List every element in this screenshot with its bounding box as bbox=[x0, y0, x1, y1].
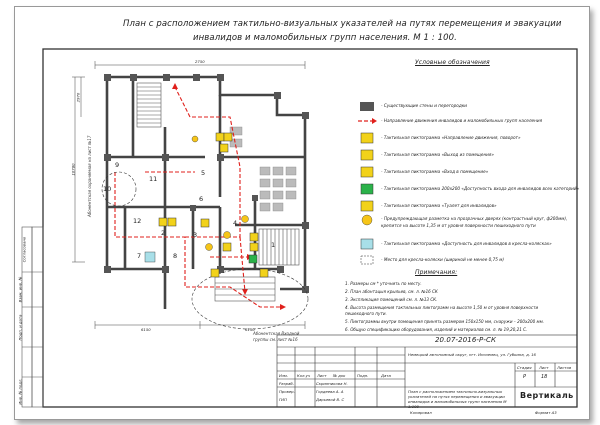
room-number: 1 bbox=[271, 241, 276, 249]
legend-symbols bbox=[358, 102, 377, 265]
stamp-col-head: Подп. bbox=[357, 373, 369, 378]
company-logo: Вертикаль bbox=[520, 391, 574, 400]
sheet-heading: Лист bbox=[539, 365, 549, 370]
room-number: 10 bbox=[103, 185, 112, 193]
room-number: 9 bbox=[115, 161, 120, 169]
side-strip-label: Инв. № подл. bbox=[17, 378, 23, 405]
note-item: 3. Экспликация помещений см. л. №13 СК. bbox=[345, 297, 438, 302]
drawing-title-line2: инвалидов и маломобильных групп населени… bbox=[193, 33, 457, 43]
floor-plan bbox=[21, 48, 578, 408]
plan-label-bottom-1: Абонентская Входной bbox=[253, 331, 300, 336]
legend-item: - Место для кресла-коляски (шириной не м… bbox=[381, 257, 505, 262]
legend-item: крепится на высоте 1,35 м от уровня пове… bbox=[381, 223, 536, 228]
glass-markers bbox=[191, 135, 249, 251]
stamp-role: Провер. bbox=[279, 389, 295, 394]
drawing-name: План с расположением тактильно-визуальны… bbox=[408, 389, 507, 409]
room-number: 7 bbox=[137, 252, 142, 260]
object-address: Немецкий автономный округ, пгт. Иноземец… bbox=[408, 352, 536, 357]
copied-label: Копировал bbox=[410, 410, 432, 415]
room-number: 6 bbox=[199, 195, 204, 203]
entrance-porch bbox=[214, 276, 276, 302]
plan-label-top: Абонентская охраняемая на лист №17 bbox=[87, 135, 92, 217]
room-number: 3 bbox=[193, 231, 198, 239]
stamp-col-head: № док bbox=[333, 373, 346, 378]
dimension-left-top: 2970 bbox=[75, 92, 81, 103]
stamp-col-head: Кол.уч bbox=[297, 373, 311, 378]
legend-item: - Тактильная пиктограмма «Доступность дл… bbox=[381, 241, 552, 246]
note-item: 4. Высота размещения тактильных пиктогра… bbox=[345, 305, 539, 310]
stamp-col-head: Изм. bbox=[279, 373, 288, 378]
room-number: 2 bbox=[161, 229, 166, 237]
title-block bbox=[276, 334, 578, 408]
staircase-bottom bbox=[258, 228, 300, 266]
side-strip-label: Взам. инв. № bbox=[17, 276, 23, 303]
note-item: пешеходного пути. bbox=[345, 311, 387, 316]
format-label: Формат А3 bbox=[535, 410, 557, 415]
sheet-value: 18 bbox=[541, 374, 548, 380]
sheets-heading: Листов bbox=[557, 365, 572, 370]
legend-heading: Условные обозначения bbox=[415, 59, 490, 66]
tactile-pictograms bbox=[158, 132, 269, 278]
plan-label-bottom-2: группы см. лист №16 bbox=[253, 337, 298, 342]
wheelchair-space bbox=[144, 251, 156, 263]
staircase-top bbox=[136, 82, 162, 128]
evacuation-route bbox=[114, 86, 280, 308]
stamp-name: Скрипникова Н. bbox=[316, 381, 348, 386]
dimension-bottom-1: 6150 bbox=[141, 327, 151, 332]
stamp-role: Разраб. bbox=[279, 381, 294, 386]
side-strip bbox=[21, 226, 44, 408]
stamp-name: Дарьевой В. С bbox=[316, 397, 345, 402]
room-number: 4 bbox=[233, 219, 238, 227]
furniture bbox=[229, 126, 297, 212]
drawing-sheet: План с расположением тактильно-визуальны… bbox=[14, 6, 590, 420]
legend-item: - Тактильная пиктограмма «Выход из помещ… bbox=[381, 152, 495, 157]
notes-heading: Примечания: bbox=[415, 269, 458, 276]
drawing-title-line1: План с расположением тактильно-визуальны… bbox=[123, 19, 562, 29]
legend-item: - Направление движения инвалидов и малом… bbox=[381, 118, 543, 123]
stamp-col-head: Дата bbox=[381, 373, 391, 378]
legend-item: - Существующие стены и перегородки bbox=[381, 103, 467, 108]
legend-item: - Тактильная пиктограмма «Направление дв… bbox=[381, 135, 521, 140]
room-number: 11 bbox=[149, 175, 158, 183]
note-item: 5. Пиктограммы внутри помещения принять … bbox=[345, 319, 544, 324]
wall-blocks bbox=[104, 74, 309, 293]
stage-value: Р bbox=[523, 374, 527, 380]
side-strip-label: Подп. и дата bbox=[17, 314, 23, 341]
room-number: 8 bbox=[173, 252, 178, 260]
dimension-bottom-2: 6150 bbox=[245, 327, 255, 332]
entrance-zone bbox=[191, 268, 309, 330]
note-item: 1. Размеры см * уточнить по месту. bbox=[345, 281, 422, 286]
dimension-left: 10780 bbox=[70, 163, 76, 176]
room-number: 12 bbox=[133, 217, 142, 225]
document-code: 20.07-2016-Р-СК bbox=[435, 336, 497, 344]
dimension-top: 2750 bbox=[195, 59, 205, 64]
room-number: 5 bbox=[201, 169, 206, 177]
stamp-col-head: Лист bbox=[317, 373, 327, 378]
side-strip-label: Согласовано bbox=[21, 236, 27, 263]
dimension-lines bbox=[72, 61, 306, 329]
note-item: 2. План абонтацыя крыльев, см. л. №16 СК bbox=[345, 289, 438, 294]
stamp-name: Гордеева А. А bbox=[316, 389, 344, 394]
legend-item: - Тактильная пиктограмма «Вход в помещен… bbox=[381, 169, 489, 174]
legend-item: - Тактильная пиктограмма «Туалет для инв… bbox=[381, 203, 497, 208]
toilet-zone bbox=[101, 171, 137, 207]
note-item: 6. Общую спецификацию оборудования, изде… bbox=[345, 327, 528, 332]
stamp-role: ГИП bbox=[279, 397, 287, 402]
legend-item: - Тактильная пиктограмма 200х200 «Доступ… bbox=[381, 186, 580, 191]
stage-heading: Стадия bbox=[517, 365, 532, 370]
legend-item: - Предупреждающая разметка на прозрачных… bbox=[381, 216, 568, 221]
